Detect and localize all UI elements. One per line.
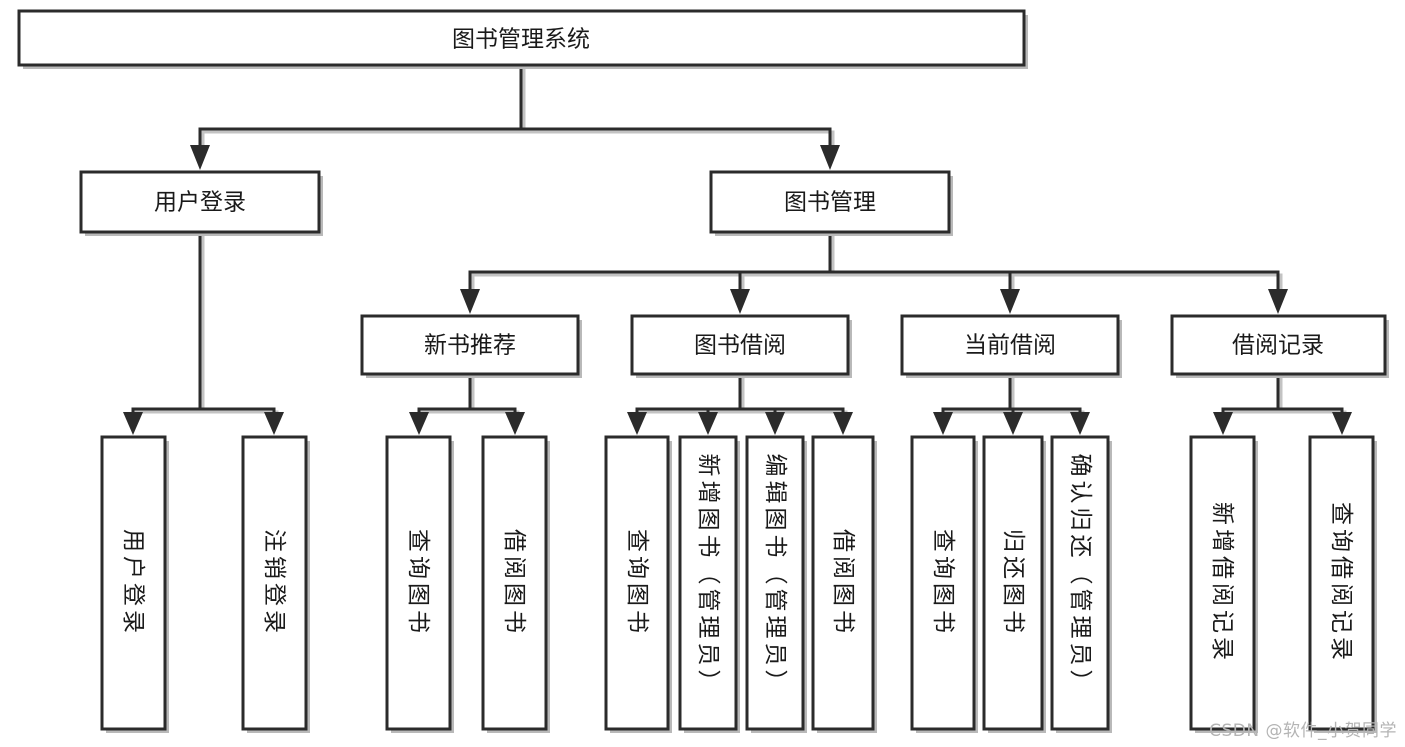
current-borrow-box bbox=[900, 314, 1120, 376]
leaf-box bbox=[241, 435, 308, 731]
node-book-borrow[interactable]: 图书借阅 bbox=[630, 314, 852, 378]
book-borrow-box bbox=[630, 314, 850, 376]
leaf-box bbox=[100, 435, 167, 731]
leaf-box bbox=[604, 435, 670, 731]
root-box bbox=[17, 9, 1026, 67]
book-manage-box bbox=[709, 170, 951, 234]
edge-bookmanage-to-level3 bbox=[460, 230, 1288, 314]
node-new-book-recommend[interactable]: 新书推荐 bbox=[360, 314, 582, 378]
user-login-label: 用户登录 bbox=[154, 190, 246, 216]
csdn-watermark: CSDN @软件_小贺同学 bbox=[1209, 721, 1397, 741]
leaf-book-borrow-1[interactable]: 查询图书 bbox=[604, 435, 672, 733]
leaf-label: 编辑图书（管理员） bbox=[762, 454, 788, 697]
edge-bookborrow-to-leaves bbox=[627, 372, 853, 435]
leaf-book-borrow-3[interactable]: 编辑图书（管理员） bbox=[745, 435, 807, 733]
new-book-rec-label: 新书推荐 bbox=[424, 333, 516, 359]
leaf-borrow-record-2[interactable]: 查询借阅记录 bbox=[1308, 435, 1377, 733]
leaf-label: 查询图书 bbox=[624, 529, 650, 637]
leaf-box bbox=[1189, 435, 1256, 731]
leaf-label: 确认归还（管理员） bbox=[1067, 454, 1093, 697]
leaf-current-borrow-1[interactable]: 查询图书 bbox=[910, 435, 978, 733]
leaf-book-borrow-4[interactable]: 借阅图书 bbox=[811, 435, 877, 733]
leaf-box bbox=[1308, 435, 1375, 731]
leaf-current-borrow-3[interactable]: 确认归还（管理员） bbox=[1050, 435, 1112, 733]
leaf-new-book-2[interactable]: 借阅图书 bbox=[481, 435, 550, 733]
edge-userlogin-to-leaves bbox=[123, 230, 284, 435]
leaf-label: 新增图书（管理员） bbox=[695, 454, 721, 697]
leaf-new-book-1[interactable]: 查询图书 bbox=[385, 435, 454, 733]
leaf-label: 查询借阅记录 bbox=[1328, 502, 1354, 664]
leaf-label: 查询图书 bbox=[930, 529, 956, 637]
leaf-box bbox=[385, 435, 452, 731]
edge-newbook-to-leaves bbox=[409, 372, 525, 435]
leaf-label: 借阅图书 bbox=[830, 529, 856, 637]
node-user-login[interactable]: 用户登录 bbox=[79, 170, 323, 236]
node-borrow-record[interactable]: 借阅记录 bbox=[1170, 314, 1389, 378]
leaf-current-borrow-2[interactable]: 归还图书 bbox=[982, 435, 1046, 733]
leaf-label: 借阅图书 bbox=[501, 529, 527, 637]
edge-currentborrow-to-leaves bbox=[933, 372, 1090, 435]
leaf-label: 用户登录 bbox=[120, 529, 146, 637]
new-book-rec-box bbox=[360, 314, 580, 376]
edge-root-to-level2 bbox=[190, 63, 840, 170]
leaf-box bbox=[745, 435, 805, 731]
book-borrow-label: 图书借阅 bbox=[694, 333, 786, 359]
node-book-manage[interactable]: 图书管理 bbox=[709, 170, 953, 236]
root-label: 图书管理系统 bbox=[452, 27, 590, 53]
current-borrow-label: 当前借阅 bbox=[964, 333, 1056, 359]
leaf-user-login-2[interactable]: 注销登录 bbox=[241, 435, 310, 733]
leaf-label: 归还图书 bbox=[1000, 529, 1026, 637]
leaf-borrow-record-1[interactable]: 新增借阅记录 bbox=[1189, 435, 1258, 733]
node-current-borrow[interactable]: 当前借阅 bbox=[900, 314, 1122, 378]
leaf-box bbox=[982, 435, 1044, 731]
borrow-record-label: 借阅记录 bbox=[1232, 333, 1324, 359]
leaf-label: 注销登录 bbox=[261, 529, 287, 637]
leaf-label: 新增借阅记录 bbox=[1209, 502, 1235, 664]
book-manage-label: 图书管理 bbox=[784, 190, 876, 216]
edge-layer bbox=[123, 63, 1352, 435]
leaf-box bbox=[910, 435, 976, 731]
leaf-label: 查询图书 bbox=[405, 529, 431, 637]
leaf-box bbox=[811, 435, 875, 731]
leaf-box bbox=[678, 435, 738, 731]
user-login-box bbox=[79, 170, 321, 234]
leaf-user-login-1[interactable]: 用户登录 bbox=[100, 435, 169, 733]
leaf-box bbox=[1050, 435, 1110, 731]
edge-borrowrecord-to-leaves bbox=[1213, 372, 1352, 435]
node-root[interactable]: 图书管理系统 bbox=[17, 9, 1028, 69]
borrow-record-box bbox=[1170, 314, 1387, 376]
leaf-box bbox=[481, 435, 548, 731]
leaf-book-borrow-2[interactable]: 新增图书（管理员） bbox=[678, 435, 740, 733]
